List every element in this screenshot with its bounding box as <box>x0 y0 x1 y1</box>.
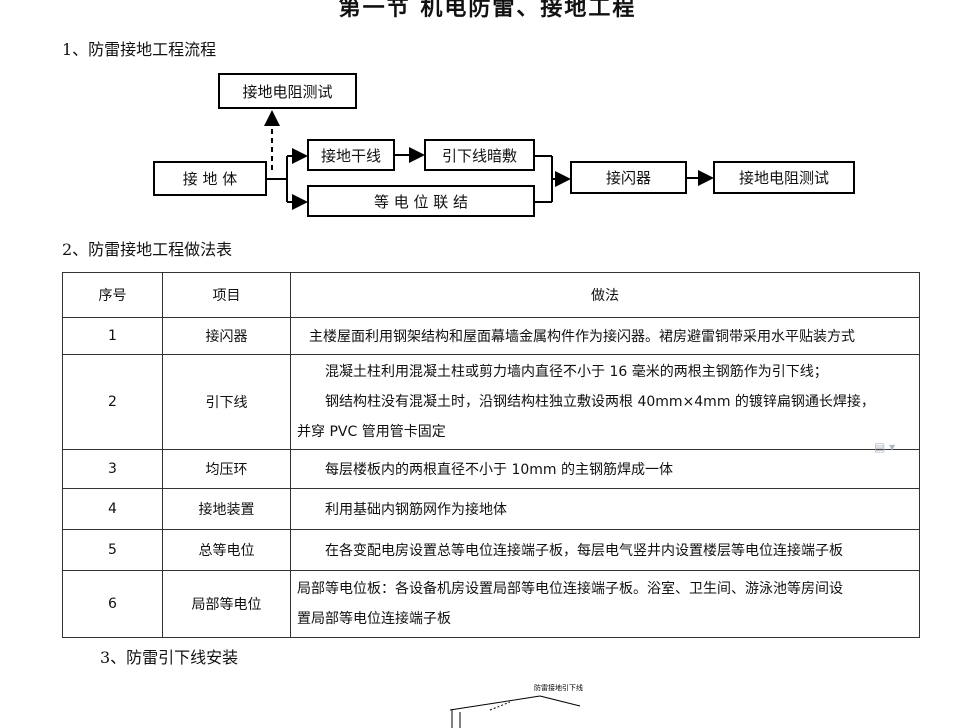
table-row: 2 引下线 混凝土柱利用混凝土柱或剪力墙内直径不小于 16 毫米的两根主钢筋作为… <box>62 354 920 450</box>
table-row: 5 总等电位 在各变配电房设置总等电位连接端子板，每层电气竖井内设置楼层等电位连… <box>62 529 920 571</box>
row-item: 引下线 <box>162 354 291 450</box>
method-line: 混凝土柱利用混凝土柱或剪力墙内直径不小于 16 毫米的两根主钢筋作为引下线； <box>325 364 828 380</box>
row-item: 接闪器 <box>162 317 291 355</box>
method-line: 置局部等电位连接端子板 <box>297 611 451 627</box>
row-method: 主楼屋面利用钢架结构和屋面幕墙金属构件作为接闪器。裙房避雷铜带采用水平贴装方式 <box>290 317 920 355</box>
section-heading-downlead: 3、防雷引下线安装 <box>100 648 239 667</box>
practice-table: 序号 项目 做法 1 接闪器 主楼屋面利用钢架结构和屋面幕墙金属构件作为接闪器。… <box>62 272 920 638</box>
row-item: 局部等电位 <box>162 570 291 638</box>
header-method: 做法 <box>290 272 920 318</box>
method-line: 主楼屋面利用钢架结构和屋面幕墙金属构件作为接闪器。裙房避雷铜带采用水平贴装方式 <box>309 329 855 345</box>
row-method: 在各变配电房设置总等电位连接端子板，每层电气竖井内设置楼层等电位连接端子板 <box>290 529 920 571</box>
row-item: 接地装置 <box>162 488 291 530</box>
row-no: 1 <box>62 317 163 355</box>
row-method: 利用基础内钢筋网作为接地体 <box>290 488 920 530</box>
flow-box-resistance-test-top: 接地电阻测试 <box>218 73 357 109</box>
drawing-line <box>489 701 511 711</box>
flow-box-air-terminal: 接闪器 <box>570 161 687 194</box>
row-item: 总等电位 <box>162 529 291 571</box>
flow-box-equipotential: 等 电 位 联 结 <box>307 185 535 217</box>
drawing-line <box>449 695 541 711</box>
row-no: 5 <box>62 529 163 571</box>
table-row: 6 局部等电位 局部等电位板：各设备机房设置局部等电位连接端子板。浴室、卫生间、… <box>62 570 920 638</box>
table-row: 1 接闪器 主楼屋面利用钢架结构和屋面幕墙金属构件作为接闪器。裙房避雷铜带采用水… <box>62 317 920 355</box>
drawing-line <box>539 695 581 707</box>
method-line: 并穿 PVC 管用管卡固定 <box>297 424 446 440</box>
method-line: 在各变配电房设置总等电位连接端子板，每层电气竖井内设置楼层等电位连接端子板 <box>325 543 843 559</box>
downlead-drawing: 防雷接地引下线 <box>449 683 583 728</box>
row-no: 3 <box>62 449 163 489</box>
flow-diagram <box>264 110 714 210</box>
drawing-label: 防雷接地引下线 <box>534 683 583 692</box>
header-no: 序号 <box>62 272 163 318</box>
flow-box-resistance-test: 接地电阻测试 <box>713 161 855 194</box>
row-method: 每层楼板内的两根直径不小于 10mm 的主钢筋焊成一体 <box>290 449 920 489</box>
method-line: 钢结构柱没有混凝土时，沿钢结构柱独立敷设两根 40mm×4mm 的镀锌扁钢通长焊… <box>325 394 875 410</box>
paste-options-icon[interactable]: ▤ ▾ <box>874 440 896 454</box>
row-method: 混凝土柱利用混凝土柱或剪力墙内直径不小于 16 毫米的两根主钢筋作为引下线； 钢… <box>290 354 920 450</box>
section-heading-flow: 1、防雷接地工程流程 <box>62 40 217 59</box>
row-no: 6 <box>62 570 163 638</box>
flow-box-ground-trunk: 接地干线 <box>307 139 395 171</box>
method-line: 每层楼板内的两根直径不小于 10mm 的主钢筋焊成一体 <box>325 462 673 478</box>
page-title: 第一节 机电防雷、接地工程 <box>338 0 637 21</box>
row-method: 局部等电位板：各设备机房设置局部等电位连接端子板。浴室、卫生间、游泳池等房间设 … <box>290 570 920 638</box>
flow-box-ground-body: 接 地 体 <box>153 161 267 196</box>
row-no: 4 <box>62 488 163 530</box>
table-row: 4 接地装置 利用基础内钢筋网作为接地体 <box>62 488 920 530</box>
table-header-row: 序号 项目 做法 <box>62 272 920 318</box>
header-item: 项目 <box>162 272 291 318</box>
row-item: 均压环 <box>162 449 291 489</box>
section-heading-table: 2、防雷接地工程做法表 <box>62 240 233 259</box>
table-row: 3 均压环 每层楼板内的两根直径不小于 10mm 的主钢筋焊成一体 <box>62 449 920 489</box>
flow-box-downlead: 引下线暗敷 <box>424 139 535 171</box>
method-line: 利用基础内钢筋网作为接地体 <box>325 502 507 518</box>
row-no: 2 <box>62 354 163 450</box>
method-line: 局部等电位板：各设备机房设置局部等电位连接端子板。浴室、卫生间、游泳池等房间设 <box>297 581 843 597</box>
